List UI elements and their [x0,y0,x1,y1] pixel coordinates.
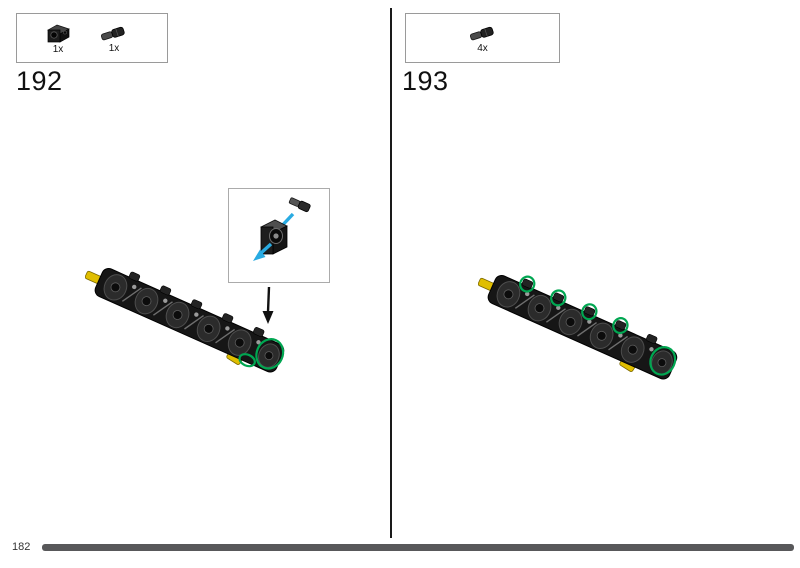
part-count: 1x [108,42,120,54]
guide-arrow-head [253,249,266,261]
pointer-arrow-icon [262,286,274,324]
step-192-assembly-illustration [85,254,290,378]
part-item: 1x [43,22,73,55]
placement-highlight-green [519,275,677,376]
technic-pin-icon [469,26,494,40]
progress-bar [42,544,794,551]
technic-axle-connector-icon [47,24,70,43]
placement-highlight-green [238,338,285,370]
technic-pin-icon [288,197,311,213]
parts-box-step-193: 4x [405,13,560,63]
part-item: 4x [468,23,498,54]
parts-box-step-192: 1x 1x [16,13,168,63]
detail-inset-illustration [253,197,311,261]
step-number-192: 192 [16,66,63,96]
column-divider [390,8,392,538]
technic-axle-connector-icon [260,219,288,255]
part-item: 1x [99,23,129,54]
page-number: 182 [12,541,31,553]
step-193-assembly-illustration [478,261,683,385]
detail-inset-box [228,188,330,283]
part-count: 1x [52,43,64,55]
technic-pin-icon [100,26,125,40]
step-number-193: 193 [402,66,449,96]
part-count: 4x [477,42,488,54]
guide-arrow-blue [259,242,273,255]
